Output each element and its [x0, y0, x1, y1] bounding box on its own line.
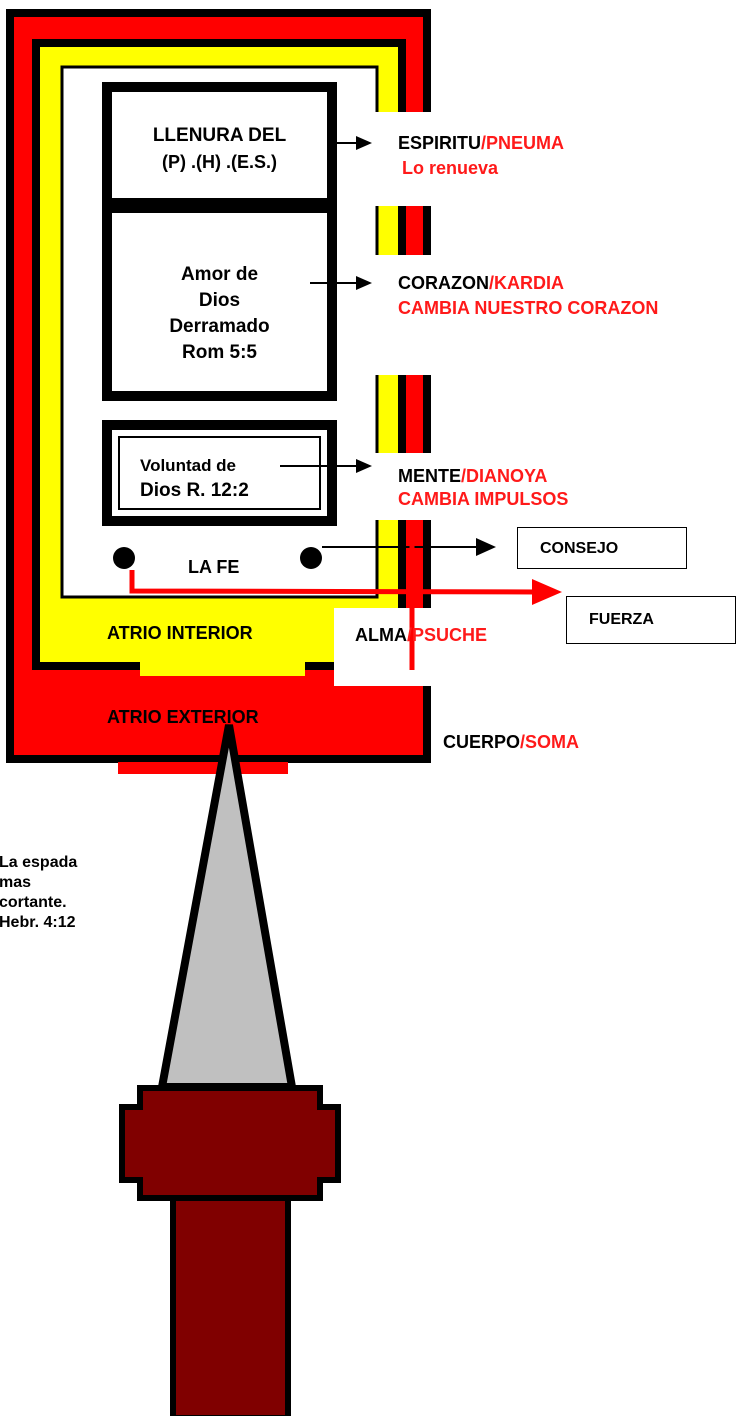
- mente-sub: CAMBIA IMPULSOS: [398, 489, 569, 505]
- label-strip-alma: [334, 608, 432, 686]
- sword-text-3: cortante.: [0, 894, 67, 911]
- llenura-line-1: LLENURA DEL: [152, 125, 287, 146]
- box-voluntad: [102, 420, 337, 526]
- gate-bar: [118, 762, 288, 774]
- amor-line-3: Derramado: [169, 316, 270, 337]
- sword-text-2: mas: [0, 874, 32, 891]
- amor-line-1: Amor de: [180, 264, 259, 285]
- arrow-corazon: [310, 276, 372, 290]
- fuerza-label: FUERZA: [589, 611, 654, 628]
- llenura-line-2: (P) .(H) .(E.S.): [162, 152, 277, 172]
- arrow-espiritu: [332, 136, 372, 150]
- corazon-sub: CAMBIA NUESTRO CORAZON: [398, 298, 659, 318]
- espiritu-sub: Lo renueva: [402, 158, 499, 178]
- circle-right: [300, 547, 322, 569]
- sword-text-1: La espada: [0, 854, 78, 871]
- sword-text-block: La espada mas cortante. Hebr. 4:12: [0, 853, 120, 933]
- arrow-fuerza: [129, 570, 562, 605]
- alma-label: ALMA/PSUCHE: [355, 625, 488, 645]
- inner-court-notch: [140, 662, 305, 676]
- label-strip-top: [372, 112, 432, 206]
- consejo-label: CONSEJO: [540, 540, 619, 557]
- mente-sub-clip: CAMBIA IMPULSOS: [398, 488, 658, 505]
- consejo-box: CONSEJO: [517, 527, 687, 569]
- sword-handle: [170, 1195, 291, 1416]
- amor-text-clip: Amor de Dios Derramado Rom 5:5: [112, 262, 327, 366]
- arrow-consejo: [322, 538, 496, 556]
- voluntad-line-1: Voluntad de: [140, 456, 237, 475]
- amor-line-2: Dios: [198, 290, 241, 311]
- atrio-interior-label: ATRIO INTERIOR: [107, 623, 253, 643]
- espiritu-label: ESPIRITU/PNEUMA: [398, 133, 565, 153]
- fuerza-box: FUERZA: [566, 596, 736, 644]
- sword-guard: [119, 1085, 341, 1201]
- label-strip-low: [372, 453, 432, 520]
- amor-line-4: Rom 5:5: [182, 342, 257, 363]
- box-voluntad-inner: [118, 436, 321, 510]
- label-strip-mid: [372, 255, 432, 375]
- corazon-label: CORAZON/KARDIA: [398, 273, 564, 293]
- mente-label: MENTE/DIANOYA: [398, 466, 548, 486]
- circle-left: [113, 547, 135, 569]
- box-llenura: [102, 82, 337, 208]
- sword-text-4: Hebr. 4:12: [0, 914, 76, 931]
- sword-blade: [157, 724, 297, 1091]
- atrio-exterior-label: ATRIO EXTERIOR: [107, 707, 259, 727]
- voluntad-line-2: Dios R. 12:2: [140, 480, 249, 501]
- la-fe-label: LA FE: [188, 557, 240, 577]
- arrow-mente: [280, 459, 372, 473]
- box-amor: [102, 203, 337, 401]
- cuerpo-label: CUERPO/SOMA: [443, 732, 580, 752]
